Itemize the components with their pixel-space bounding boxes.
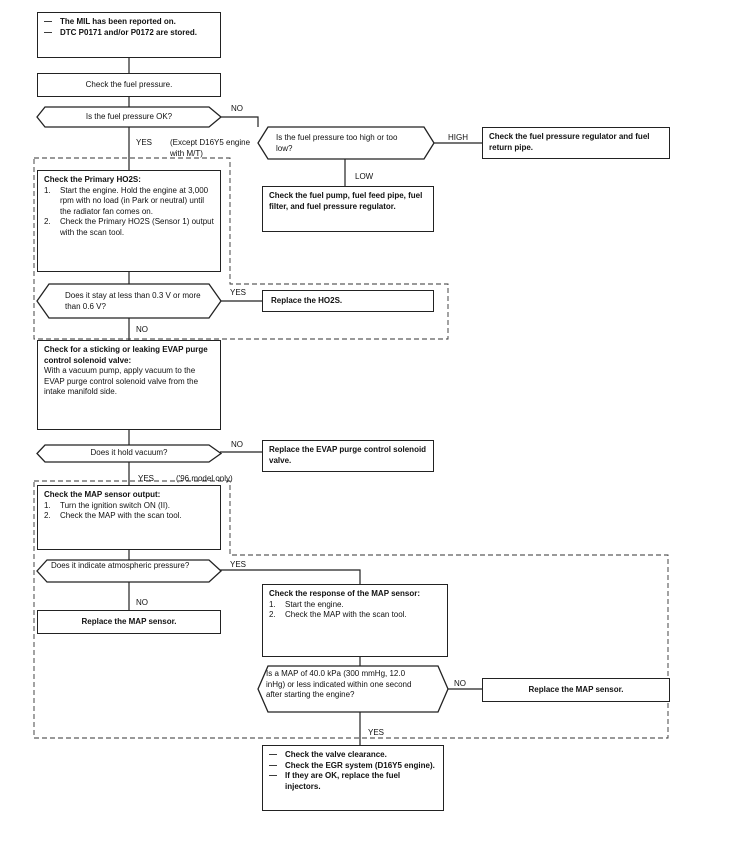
replace-map-box-2: Replace the MAP sensor. — [482, 678, 670, 702]
label-yes: YES — [230, 288, 247, 297]
start-box: —The MIL has been reported on. —DTC P017… — [37, 12, 221, 58]
except-note: (Except D16Y5 engine with M/T) — [170, 138, 251, 158]
label-yes: YES — [230, 560, 247, 569]
label-yes: YES — [138, 474, 155, 483]
primary-ho2s-box: Check the Primary HO2S: 1.Start the engi… — [37, 170, 221, 272]
label-yes: YES — [136, 138, 153, 147]
label-no: NO — [231, 104, 243, 113]
decision-voltage: Does it stay at less than 0.3 V or more … — [36, 283, 222, 319]
label-low: LOW — [355, 172, 374, 181]
check-fuel-pressure-box: Check the fuel pressure. — [37, 73, 221, 97]
decision-fuel-pressure-ok: Is the fuel pressure OK? — [36, 106, 223, 128]
decision-too-high-low: Is the fuel pressure too high or too low… — [257, 126, 435, 160]
label-high: HIGH — [448, 133, 468, 142]
decision-vacuum: Does it hold vacuum? — [36, 444, 223, 463]
label-no: NO — [136, 598, 148, 607]
connector — [220, 569, 361, 584]
check-fuel-pump-box: Check the fuel pump, fuel feed pipe, fue… — [262, 186, 434, 232]
map-response-box: Check the response of the MAP sensor: 1.… — [262, 584, 448, 657]
evap-check-box: Check for a sticking or leaking EVAP pur… — [37, 340, 221, 430]
dashed-region-ho2s — [33, 157, 449, 340]
connector — [208, 116, 259, 127]
label-no: NO — [136, 325, 148, 334]
replace-map-box-1: Replace the MAP sensor. — [37, 610, 221, 634]
map-output-box: Check the MAP sensor output: 1.Turn the … — [37, 485, 221, 550]
replace-ho2s-box: Replace the HO2S. — [262, 290, 434, 312]
final-box: —Check the valve clearance. —Check the E… — [262, 745, 444, 811]
replace-evap-box: Replace the EVAP purge control solenoid … — [262, 440, 434, 472]
label-no: NO — [231, 440, 243, 449]
model-note: ('96 model only) — [176, 474, 233, 483]
check-regulator-box: Check the fuel pressure regulator and fu… — [482, 127, 670, 159]
decision-map-value: Is a MAP of 40.0 kPa (300 mmHg, 12.0 inH… — [257, 665, 449, 713]
dashed-region-map — [33, 480, 669, 739]
label-yes: YES — [368, 728, 385, 737]
decision-atmospheric: Does it indicate atmospheric pressure? — [36, 559, 222, 583]
label-no: NO — [454, 679, 466, 688]
